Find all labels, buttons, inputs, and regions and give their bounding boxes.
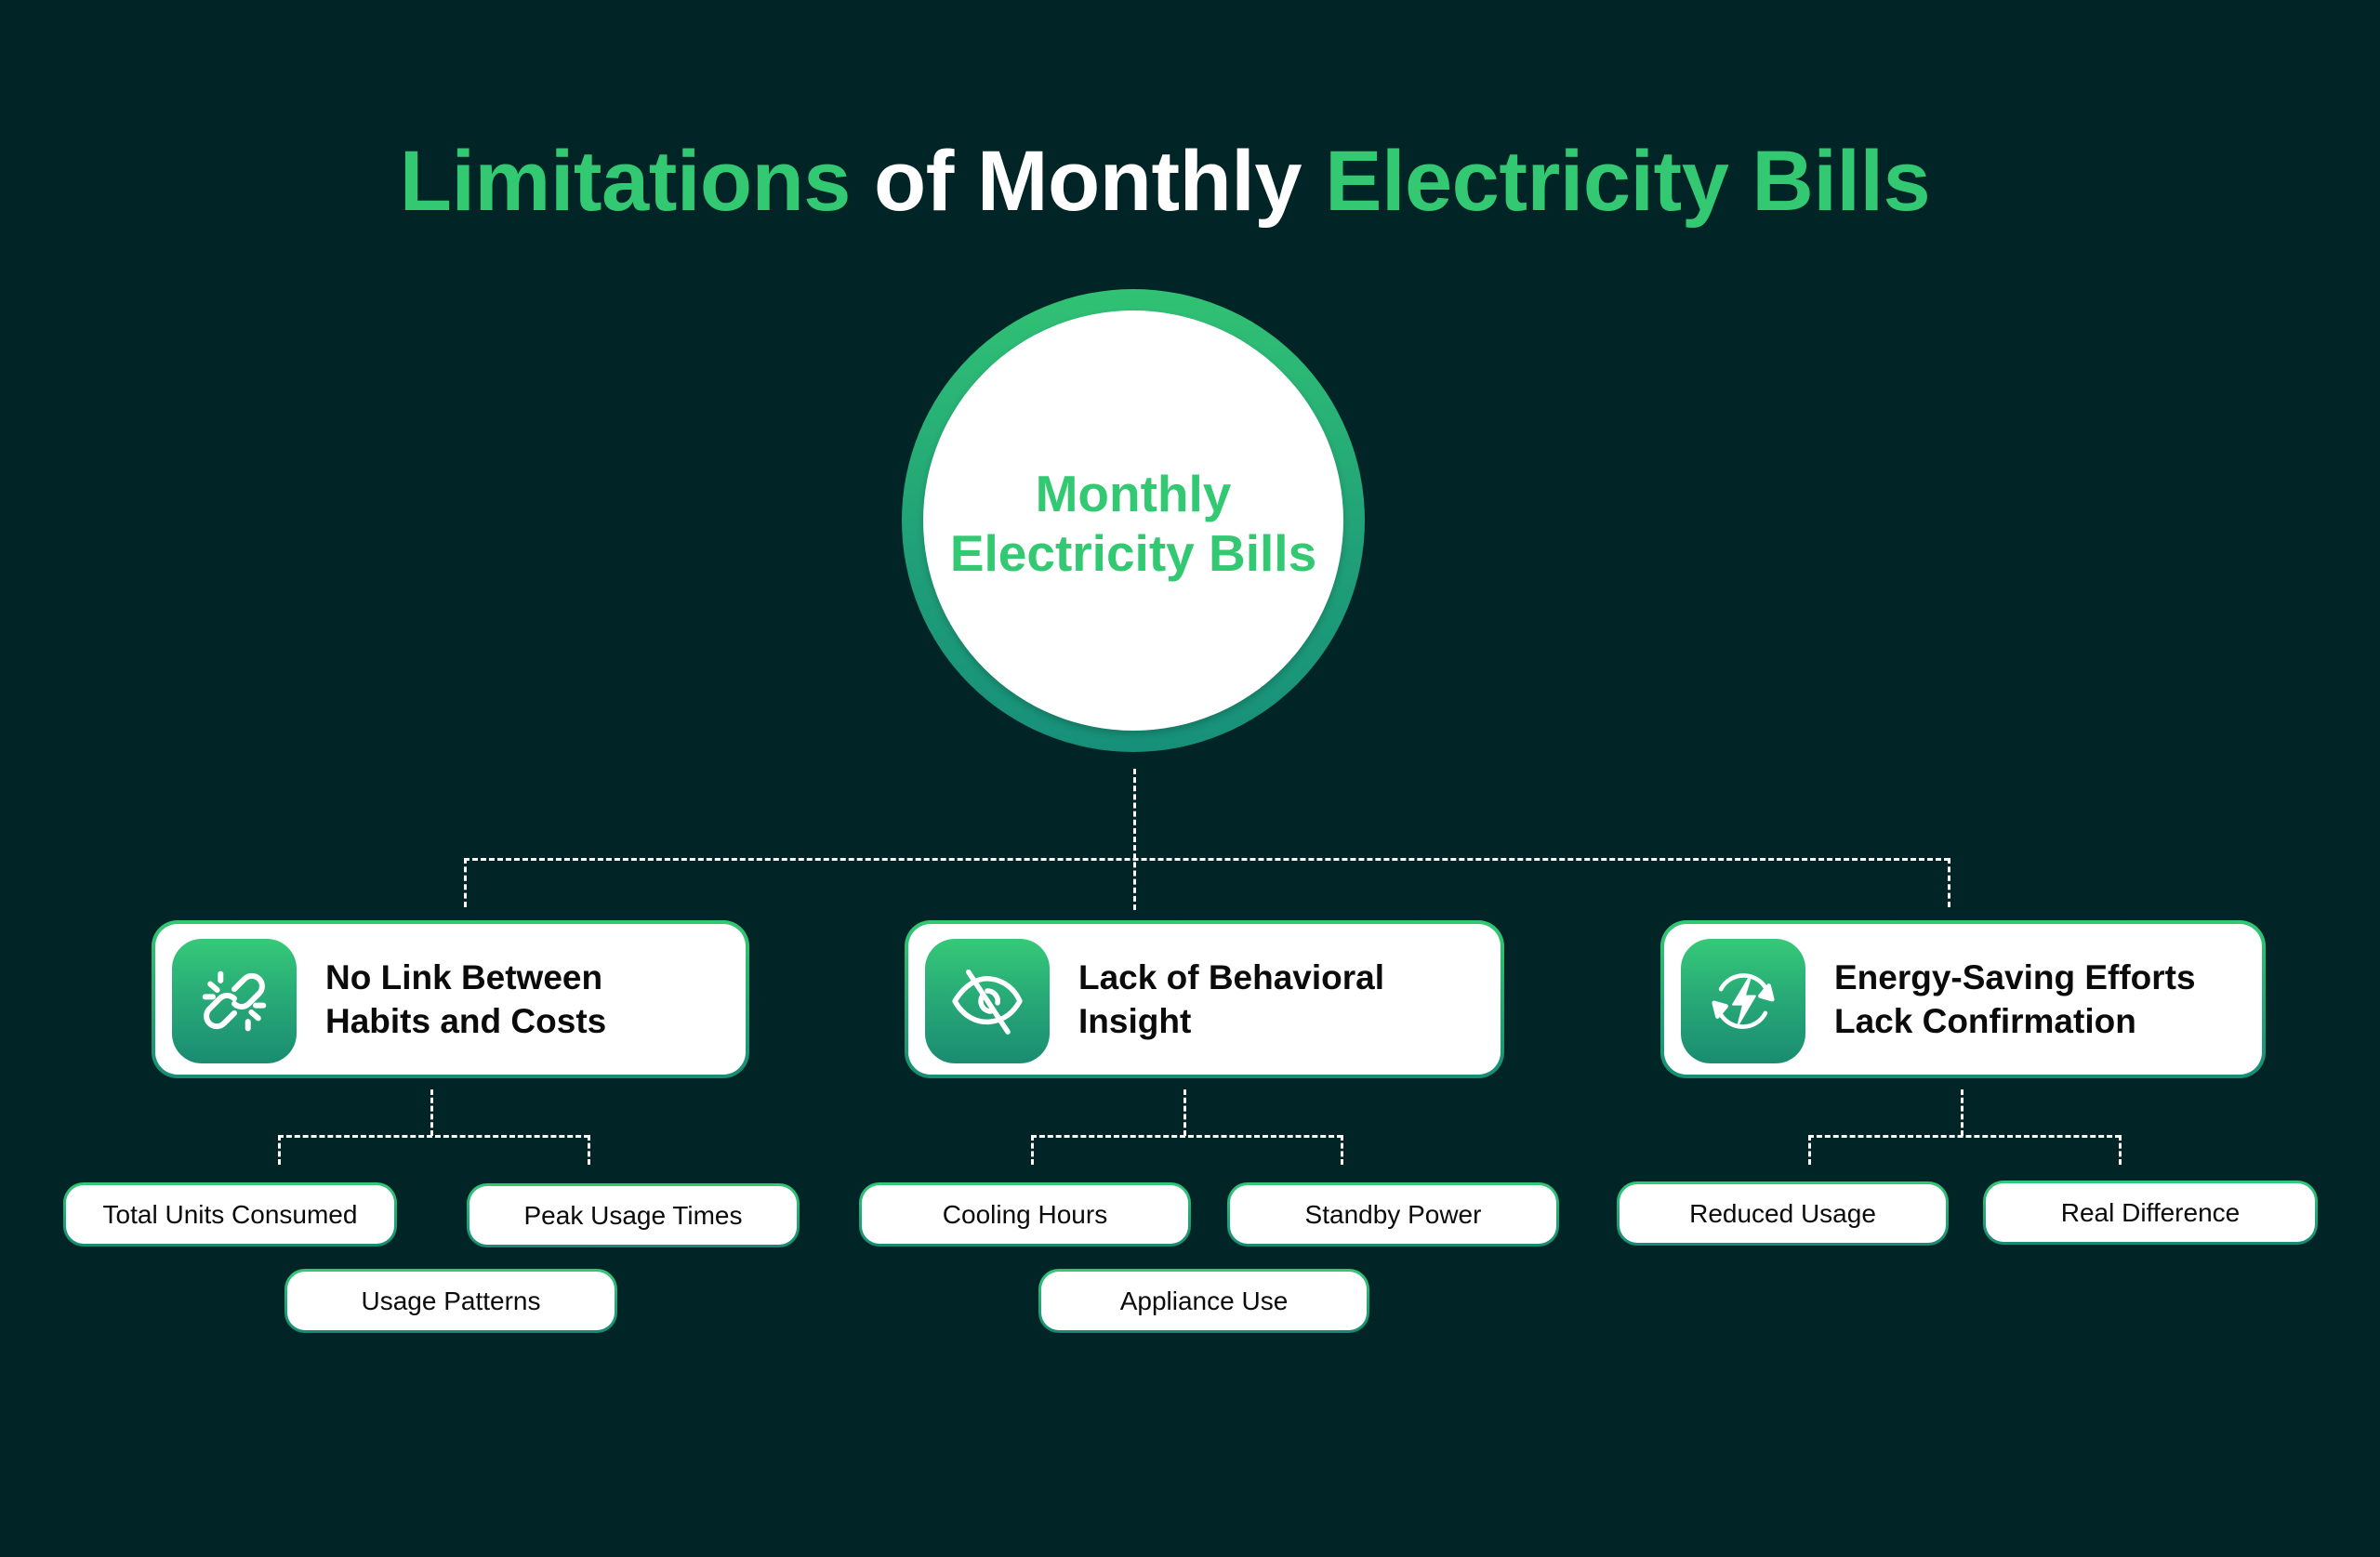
card3-drop-right [2119,1135,2122,1165]
branch-drop-left [464,858,467,907]
title-limitations: Limitations [399,134,852,229]
card1-branch-connector [278,1135,589,1138]
hub-line-2: Electricity Bills [949,524,1317,582]
sub-item-real-difference: Real Difference [1983,1181,2318,1245]
central-hub-inner: Monthly Electricity Bills [923,310,1343,731]
central-hub-node: Monthly Electricity Bills [902,289,1365,752]
eye-off-icon [925,939,1050,1063]
card3-branch-connector [1808,1135,2121,1138]
category-title: Lack of Behavioral Insight [1078,958,1385,1040]
category-card-behavioral-insight: Lack of Behavioral Insight [905,920,1504,1078]
sub-item-usage-patterns: Usage Patterns [284,1269,617,1333]
branch-drop-right [1948,858,1950,907]
card3-stem-connector [1961,1089,1964,1136]
category-card-no-link: No Link Between Habits and Costs [152,920,749,1078]
hub-stem-connector [1133,769,1136,910]
card1-drop-left [278,1135,281,1165]
central-hub-label: Monthly Electricity Bills [923,464,1343,583]
sub-item-reduced-usage: Reduced Usage [1617,1181,1949,1246]
page-title: Limitations of Monthly Electricity Bills [0,130,2330,232]
category-card-energy-saving: Energy-Saving Efforts Lack Confirmation [1660,920,2266,1078]
title-electricity-bills: Electricity Bills [1325,134,1931,229]
category-title: Energy-Saving Efforts Lack Confirmation [1834,958,2196,1040]
sub-item-cooling-hours: Cooling Hours [859,1182,1191,1247]
card1-drop-right [588,1135,590,1165]
card3-drop-left [1808,1135,1811,1165]
broken-link-icon [172,939,297,1063]
sub-item-appliance-use: Appliance Use [1038,1269,1369,1333]
sub-item-standby-power: Standby Power [1227,1182,1559,1247]
title-of-monthly: of Monthly [874,134,1302,229]
energy-cycle-icon [1681,939,1805,1063]
category-title: No Link Between Habits and Costs [325,958,607,1040]
sub-item-peak-usage-times: Peak Usage Times [467,1183,800,1247]
card2-drop-left [1031,1135,1034,1165]
card2-drop-right [1341,1135,1343,1165]
sub-item-total-units-consumed: Total Units Consumed [63,1182,397,1247]
card1-stem-connector [430,1089,433,1136]
hub-line-1: Monthly [1035,465,1232,522]
hub-branch-connector [464,858,1950,861]
card2-stem-connector [1183,1089,1186,1136]
card2-branch-connector [1031,1135,1342,1138]
